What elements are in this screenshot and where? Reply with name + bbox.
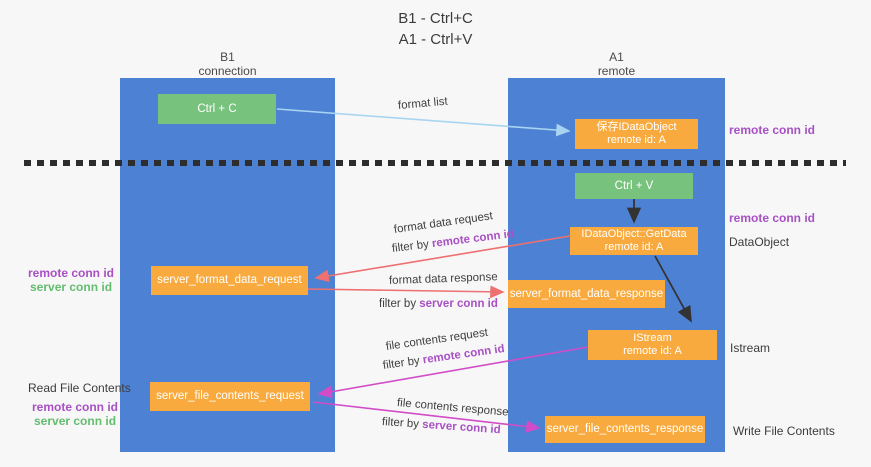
left-server-conn-id-bottom-label: server conn id: [34, 414, 117, 428]
save-idataobject-line2: remote id: A: [607, 134, 666, 146]
right-remote-conn-id-top-label: remote conn id: [729, 123, 816, 137]
istream-node: IStream remote id: A: [588, 330, 717, 360]
istream-line2: remote id: A: [623, 345, 682, 357]
server-file-contents-response-node: server_file_contents_response: [545, 416, 705, 443]
format-data-response-arrow: [307, 285, 505, 299]
filter-by-text: filter by: [379, 298, 420, 310]
server-conn-id-text: server conn id: [419, 298, 498, 310]
right-column-role: remote: [597, 64, 636, 78]
left-column-header: B1 connection: [120, 50, 335, 78]
ctrl-c-node: Ctrl + C: [158, 94, 276, 124]
filter-by-text: filter by: [381, 416, 423, 431]
ctrl-v-label: Ctrl + V: [614, 179, 654, 192]
file-contents-response-filter: filter by server conn id: [382, 416, 501, 436]
ctrl-c-label: Ctrl + C: [197, 102, 237, 115]
server-format-data-request-label: server_format_data_request: [157, 274, 302, 286]
right-remote-conn-id-mid-label: remote conn id: [729, 211, 816, 225]
ctrl-v-node: Ctrl + V: [575, 173, 693, 199]
title-line-1: B1 - Ctrl+C: [398, 10, 473, 27]
right-column-name: A1: [609, 50, 624, 64]
server-format-data-response-label: server_format_data_response: [509, 287, 664, 300]
right-column-header: A1 remote: [508, 50, 725, 78]
istream-line1: IStream: [633, 332, 672, 344]
left-column-role: connection: [198, 64, 257, 78]
server-conn-id-text: server conn id: [421, 418, 502, 437]
format-data-response-label: format data response: [388, 271, 498, 287]
getdata-line2: remote id: A: [604, 241, 664, 253]
format-data-response-filter: filter by server conn id: [379, 298, 498, 310]
save-idataobject-node: 保存IDataObject remote id: A: [575, 119, 698, 149]
save-idataobject-line1: 保存IDataObject: [596, 121, 677, 133]
server-format-data-request-node: server_format_data_request: [151, 266, 308, 295]
filter-by-text: filter by: [391, 238, 433, 255]
file-contents-response-label: file contents response: [396, 397, 509, 419]
left-server-conn-id-mid-label: server conn id: [30, 280, 113, 294]
istream-side-label: Istream: [730, 341, 771, 355]
left-column-name: B1: [220, 50, 235, 64]
dataobject-label: DataObject: [729, 235, 790, 249]
remote-conn-id-text: remote conn id: [431, 228, 515, 251]
server-file-contents-request-node: server_file_contents_request: [150, 382, 310, 411]
left-remote-conn-id-bottom-label: remote conn id: [32, 400, 119, 414]
remote-conn-id-text: remote conn id: [422, 342, 506, 367]
server-format-data-response-node: server_format_data_response: [508, 280, 665, 308]
left-remote-conn-id-mid-label: remote conn id: [28, 266, 115, 280]
diagram-title: B1 - Ctrl+C A1 - Ctrl+V: [0, 8, 871, 50]
getdata-line1: IDataObject::GetData: [581, 228, 687, 240]
idataobject-getdata-node: IDataObject::GetData remote id: A: [570, 227, 698, 255]
write-file-contents-label: Write File Contents: [733, 424, 835, 438]
title-line-2: A1 - Ctrl+V: [398, 31, 473, 48]
format-list-label: format list: [397, 95, 449, 112]
server-file-contents-response-label: server_file_contents_response: [546, 423, 704, 435]
filter-by-text: filter by: [382, 354, 424, 372]
server-file-contents-request-label: server_file_contents_request: [156, 390, 304, 402]
read-file-contents-label: Read File Contents: [28, 381, 131, 395]
